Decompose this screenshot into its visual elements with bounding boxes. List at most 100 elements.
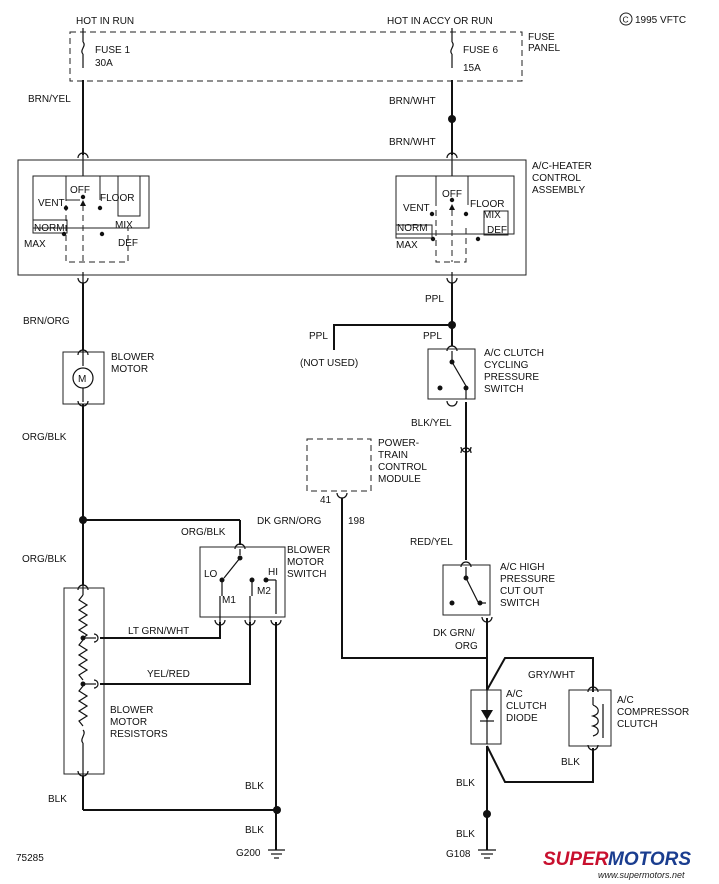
label-blk-2: BLK (245, 781, 264, 792)
wire-gry-wht (486, 657, 594, 692)
blower-switch-label-line3: SWITCH (287, 569, 326, 580)
cycling-switch-label-line3: PRESSURE (484, 372, 539, 383)
right-off-label: OFF (442, 189, 462, 200)
label-blk-1: BLK (48, 794, 67, 805)
wire-yel-red (100, 622, 251, 685)
ac-heater-control-assembly: A/C-HEATER CONTROL ASSEMBLY OFF VENT FLO… (17, 159, 592, 276)
resistors-label-line1: BLOWER (110, 705, 153, 716)
label-brn-wht-1: BRN/WHT (389, 96, 436, 107)
fuse-panel-outline (69, 31, 523, 82)
control-assembly-label-line3: ASSEMBLY (532, 185, 585, 196)
control-switch-left: OFF VENT FLOOR NORM MIX MAX DEF (24, 163, 150, 263)
label-blk-6: BLK (456, 829, 475, 840)
fuse-1-symbol (81, 41, 85, 55)
blower-switch-label-line2: MOTOR (287, 557, 324, 568)
control-assembly-outline (17, 159, 527, 276)
compressor-label-line1: A/C (617, 695, 634, 706)
label-dk-grn-org-2b: ORG (455, 641, 478, 652)
right-mix-label: MIX (483, 210, 501, 221)
label-dk-grn-org-2a: DK GRN/ (433, 628, 475, 639)
label-ppl-2: PPL (309, 331, 328, 342)
high-pressure-label-line4: SWITCH (500, 598, 539, 609)
label-gry-wht: GRY/WHT (528, 670, 575, 681)
pcm-label-line4: MODULE (378, 474, 421, 485)
resistors-label-line2: MOTOR (110, 717, 147, 728)
left-max-label: MAX (24, 239, 46, 250)
copyright-symbol: C (623, 15, 629, 25)
pcm-label-line2: TRAIN (378, 450, 408, 461)
control-assembly-label-line1: A/C-HEATER (532, 161, 592, 172)
label-lt-grn-wht: LT GRN/WHT (128, 626, 189, 637)
label-blk-5: BLK (456, 778, 475, 789)
copyright-circle (619, 12, 633, 26)
logo-motors: MOTORS (608, 849, 691, 870)
fuse-panel: FUSE PANEL FUSE 1 30A FUSE 6 15A (69, 28, 560, 82)
label-org-blk-1: ORG/BLK (22, 432, 67, 443)
diode-label-line2: CLUTCH (506, 701, 547, 712)
fuse-panel-label-line2: PANEL (528, 43, 560, 54)
logo-super: SUPER (543, 849, 609, 870)
label-ppl-3: PPL (423, 331, 442, 342)
label-blk-4: BLK (561, 757, 580, 768)
hot-in-run-label: HOT IN RUN (76, 16, 134, 27)
label-org-blk-2: ORG/BLK (181, 527, 226, 538)
cycling-switch-label-line1: A/C CLUTCH (484, 348, 544, 359)
label-brn-wht-2: BRN/WHT (389, 137, 436, 148)
high-pressure-label-line2: PRESSURE (500, 574, 555, 585)
blower-motor-label-line1: BLOWER (111, 352, 154, 363)
wire-ppl-not-used (333, 324, 452, 350)
label-org-blk-3: ORG/BLK (22, 554, 67, 565)
label-yel-red: YEL/RED (147, 669, 190, 680)
pcm-pin-198: 198 (348, 516, 365, 527)
label-not-used: (NOT USED) (300, 358, 358, 369)
hot-in-accy-or-run-label: HOT IN ACCY OR RUN (387, 16, 493, 27)
cycling-switch-label-line2: CYCLING (484, 360, 529, 371)
ground-g108-icon (478, 849, 496, 859)
label-blk-yel: BLK/YEL (411, 418, 452, 429)
right-norm-label: NORM (397, 223, 428, 234)
ac-clutch-cycling-switch (427, 345, 476, 407)
pcm-pin-41: 41 (320, 495, 332, 506)
diode-label-line1: A/C (506, 689, 523, 700)
powertrain-control-module (306, 438, 372, 499)
left-norm-label: NORM (34, 223, 65, 234)
compressor-label-line2: COMPRESSOR (617, 707, 689, 718)
pcm-label-line3: CONTROL (378, 462, 427, 473)
switch-hi-label: HI (268, 567, 278, 578)
right-vent-label: VENT (403, 203, 430, 214)
ac-compressor-clutch (568, 686, 612, 751)
high-pressure-label-line3: CUT OUT (500, 586, 544, 597)
ground-g200-icon (268, 849, 285, 859)
compressor-label-line3: CLUTCH (617, 719, 658, 730)
wire-lt-grn-wht (100, 622, 221, 639)
switch-m2-label: M2 (257, 586, 271, 597)
blower-motor-label-line2: MOTOR (111, 364, 148, 375)
left-mix-label: MIX (115, 220, 133, 231)
blower-switch-label-line1: BLOWER (287, 545, 330, 556)
ground-g200-label: G200 (236, 848, 261, 859)
fuse-1-name: FUSE 1 (95, 45, 130, 56)
coil-icon (590, 704, 599, 737)
cycling-switch-label-line4: SWITCH (484, 384, 523, 395)
label-brn-org: BRN/ORG (23, 316, 70, 327)
label-brn-yel: BRN/YEL (28, 94, 71, 105)
blower-motor: M (62, 349, 105, 407)
figure-number: 75285 (16, 853, 44, 864)
splice-dot (448, 115, 456, 123)
fuse-6-name: FUSE 6 (463, 45, 498, 56)
left-vent-label: VENT (38, 198, 65, 209)
copyright-text: 1995 VFTC (635, 15, 686, 26)
diode-label-line3: DIODE (506, 713, 538, 724)
control-switch-right: OFF VENT FLOOR NORM MIX MAX DEF (395, 163, 515, 263)
ground-g108-label: G108 (446, 849, 471, 860)
blower-motor-resistors (63, 584, 105, 777)
control-assembly-label-line2: CONTROL (532, 173, 581, 184)
high-pressure-label-line1: A/C HIGH (500, 562, 544, 573)
wire-blk-compressor (486, 745, 594, 783)
switch-lo-label: LO (204, 569, 218, 580)
ac-clutch-diode (470, 689, 502, 745)
label-ppl-1: PPL (425, 294, 444, 305)
left-floor-label: FLOOR (100, 193, 134, 204)
supermotors-logo: SUPER MOTORS www.supermotors.net (540, 846, 716, 880)
right-max-label: MAX (396, 240, 418, 251)
